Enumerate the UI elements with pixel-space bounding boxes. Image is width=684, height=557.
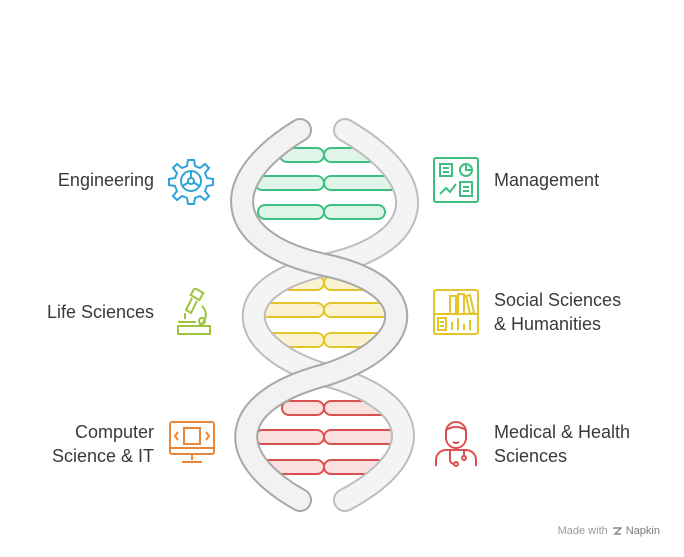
label-computer-science: Computer Science & IT	[51, 422, 154, 466]
label-medical: Medical & Health Sciences	[494, 422, 631, 466]
helix-rung-right	[323, 204, 386, 220]
watermark-brand: Napkin	[625, 525, 660, 537]
helix-rung-left	[254, 429, 325, 445]
napkin-logo-icon	[612, 527, 622, 535]
helix-rung-left	[257, 204, 325, 220]
label-engineering: Engineering	[57, 170, 154, 190]
label-management: Management	[494, 170, 600, 190]
label-social-sciences: Social Sciences & Humanities	[494, 290, 622, 334]
monitor-code-icon	[169, 421, 215, 463]
watermark-made-with: Made with	[557, 525, 608, 537]
gear-icon	[168, 159, 214, 205]
helix-rung-right	[323, 429, 399, 445]
doctor-icon	[435, 421, 477, 467]
helix-rung-left	[254, 175, 325, 191]
helix-rung-left	[281, 400, 325, 416]
label-life-sciences: Life Sciences	[46, 302, 154, 322]
microscope-icon	[177, 288, 211, 335]
books-chart-icon	[433, 289, 479, 335]
dashboard-icon	[433, 157, 479, 203]
watermark: Made with Napkin	[558, 525, 660, 537]
